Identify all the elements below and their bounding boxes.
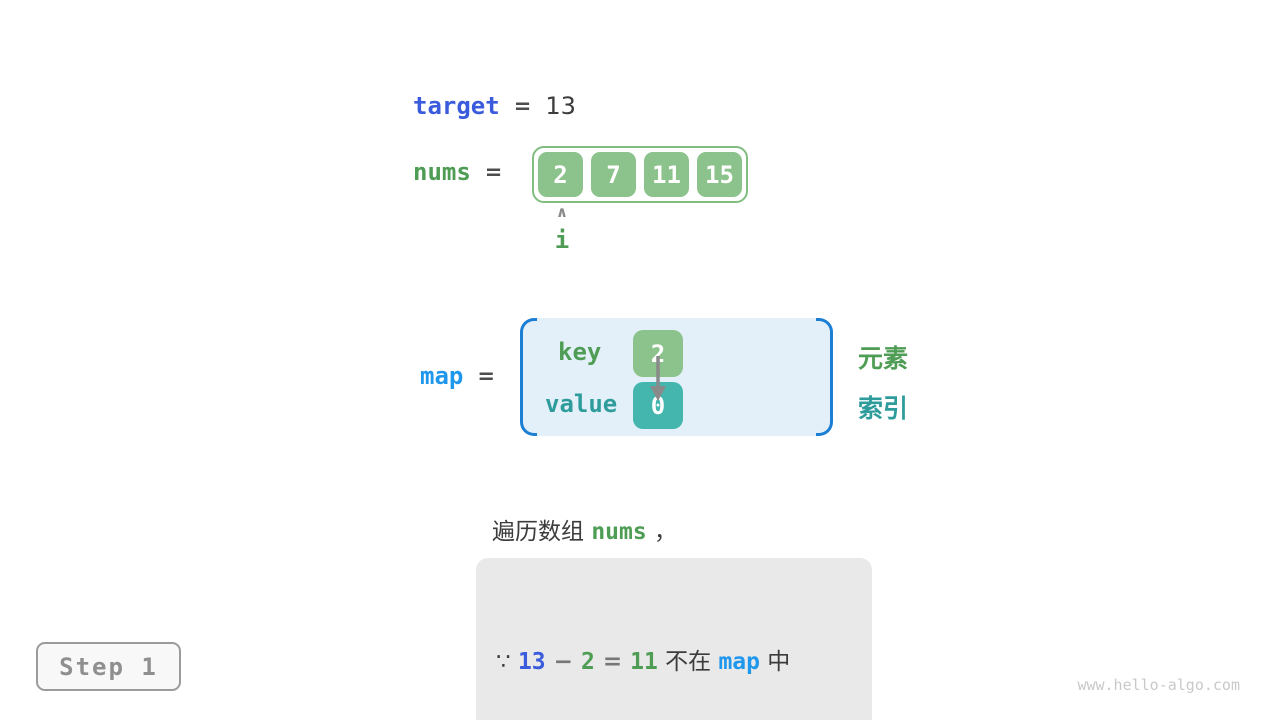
step-badge: Step 1 — [36, 642, 181, 691]
text-segment: map — [718, 649, 760, 675]
right-bracket-icon — [816, 318, 833, 436]
equals-sign: = — [484, 160, 503, 184]
nums-variable: nums — [413, 158, 471, 186]
key-to-value-arrow-icon — [650, 356, 666, 401]
text-segment: = — [594, 649, 631, 675]
left-bracket-icon — [520, 318, 537, 436]
array-cell: 15 — [697, 152, 742, 197]
element-label: 元素 — [858, 344, 909, 373]
target-variable: target — [413, 92, 500, 120]
text-segment: 不在 — [657, 649, 719, 675]
map-line: map = — [420, 362, 495, 390]
text-segment: ， — [646, 519, 678, 545]
note-line: ∵ 13 − 2 = 11 不在 map 中 — [496, 644, 852, 681]
value-label: value — [545, 390, 618, 418]
index-pointer-label: i — [554, 226, 570, 254]
array-cell: 11 — [644, 152, 689, 197]
equals-sign: = — [513, 94, 532, 118]
key-label: key — [558, 338, 602, 366]
array-cell: 2 — [538, 152, 583, 197]
equals-sign: = — [477, 364, 495, 388]
target-value: 13 — [545, 92, 576, 120]
index-label: 索引 — [858, 394, 909, 423]
text-segment: nums — [591, 519, 647, 545]
text-segment: 中 — [759, 649, 791, 675]
map-box: key value 2 0 — [520, 318, 833, 436]
nums-line: nums = — [413, 158, 502, 186]
watermark: www.hello-algo.com — [1077, 676, 1240, 694]
index-caret-icon: ∧ — [555, 203, 569, 221]
text-segment: − — [545, 649, 581, 675]
caption-sentence: 遍历数组 nums ， — [492, 512, 677, 546]
map-variable: map — [420, 362, 464, 390]
target-line: target = 13 — [413, 92, 576, 120]
note-box: ∵ 13 − 2 = 11 不在 map 中 ∴ 将元素 2 添加进 map — [476, 558, 872, 720]
text-segment: 遍历数组 — [492, 519, 592, 545]
array-cell: 7 — [591, 152, 636, 197]
text-segment: ∵ — [496, 649, 518, 675]
text-segment: 11 — [630, 649, 658, 675]
text-segment: 13 — [517, 649, 546, 675]
text-segment: 2 — [580, 649, 595, 675]
